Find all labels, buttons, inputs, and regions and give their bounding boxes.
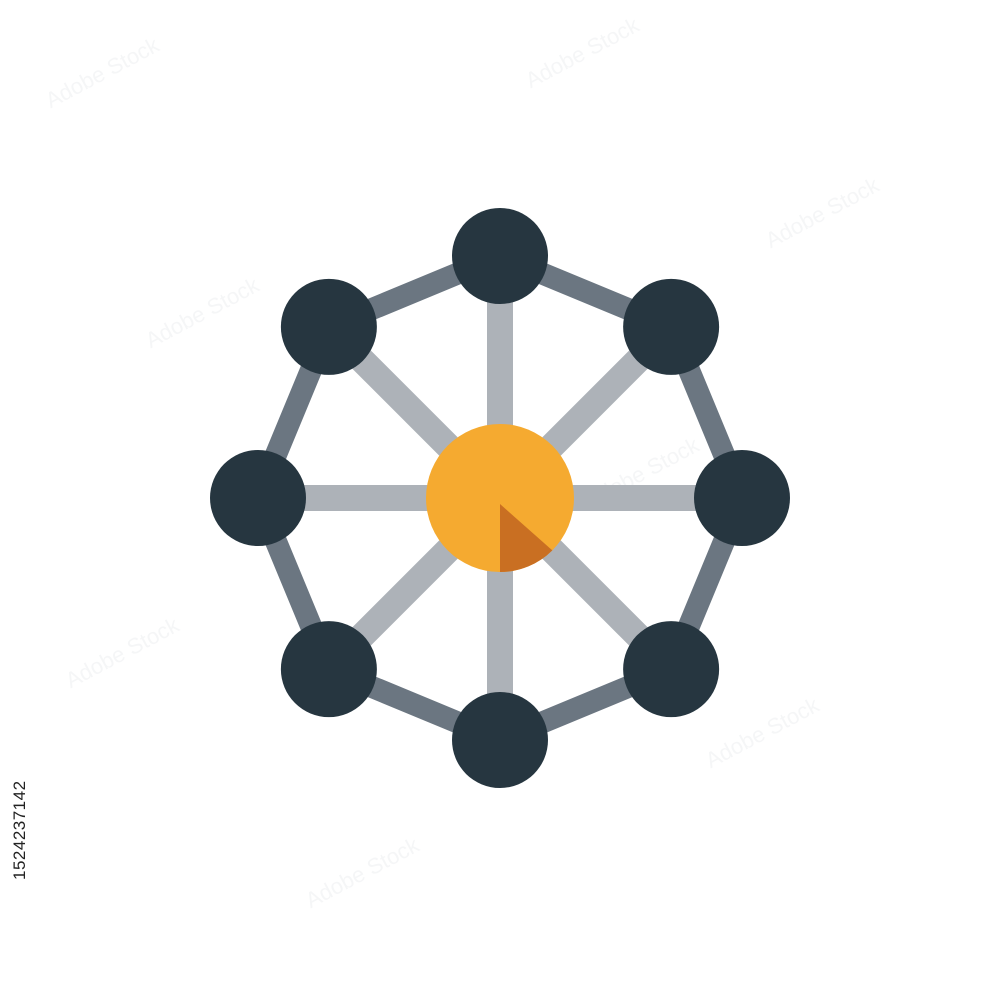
network-node <box>210 450 306 546</box>
network-node <box>623 278 720 375</box>
network-node <box>694 450 790 546</box>
center-hub <box>426 424 574 572</box>
network-node <box>280 278 377 375</box>
hub-circle <box>426 424 574 572</box>
outer-nodes <box>210 208 790 788</box>
stock-id-label: 1524237142 <box>10 780 29 880</box>
network-node <box>623 621 720 718</box>
network-node <box>452 692 548 788</box>
hub-shade-wedge <box>500 504 553 572</box>
network-node <box>280 621 377 718</box>
network-node <box>452 208 548 304</box>
